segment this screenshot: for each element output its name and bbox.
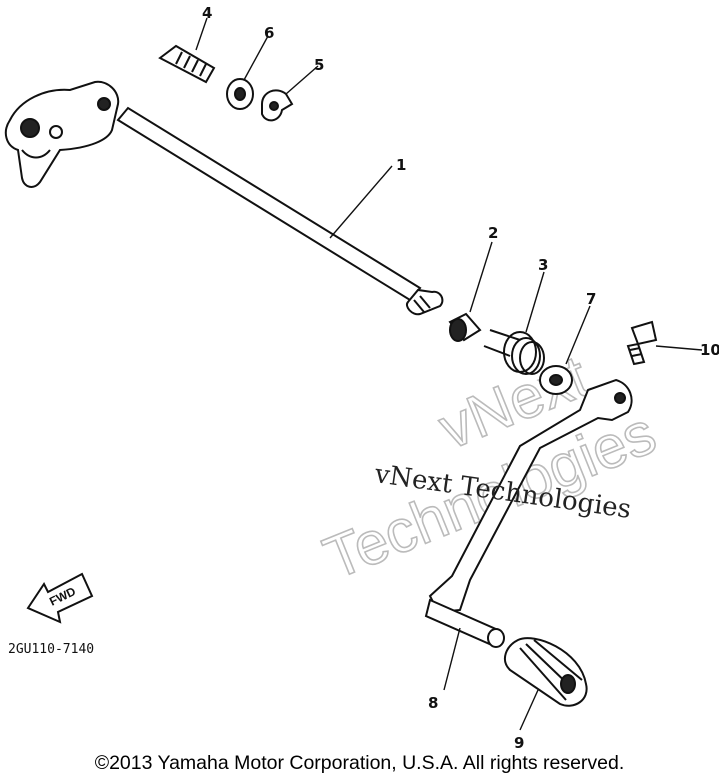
copyright-notice: ©2013 Yamaha Motor Corporation, U.S.A. A… — [94, 752, 625, 774]
part-9-rubber-pedal — [503, 637, 588, 707]
callout-10: 10 — [700, 341, 719, 359]
callout-1: 1 — [396, 156, 406, 174]
callout-9: 9 — [514, 734, 524, 750]
part-10-bolt — [626, 320, 658, 366]
part-2-collar — [448, 312, 482, 342]
callout-3: 3 — [538, 256, 548, 274]
arrow-left-icon — [26, 572, 94, 624]
callout-4: 4 — [202, 4, 212, 22]
callout-8: 8 — [428, 694, 438, 712]
part-5-lock-washer — [261, 89, 294, 122]
shift-shaft-exploded-diagram: vNext Technologies — [4, 4, 719, 750]
part-code: 2GU110-7140 — [8, 642, 94, 657]
callout-2: 2 — [488, 224, 498, 242]
leader-lines — [195, 17, 703, 731]
callout-5: 5 — [314, 56, 324, 74]
shift-pedal — [424, 378, 633, 648]
callout-7: 7 — [586, 290, 596, 308]
callout-numbers: 1 2 3 4 5 6 7 8 9 10 — [202, 4, 719, 750]
part-7-washer — [539, 365, 573, 395]
part-4-bolt — [158, 44, 216, 84]
shift-shaft — [4, 80, 444, 316]
callout-6: 6 — [264, 24, 274, 42]
fwd-arrow: FWD — [26, 572, 94, 624]
part-6-nut — [226, 78, 254, 110]
part-3-torsion-spring — [483, 329, 545, 375]
watermark-outline: vNext Technologies — [314, 342, 665, 593]
